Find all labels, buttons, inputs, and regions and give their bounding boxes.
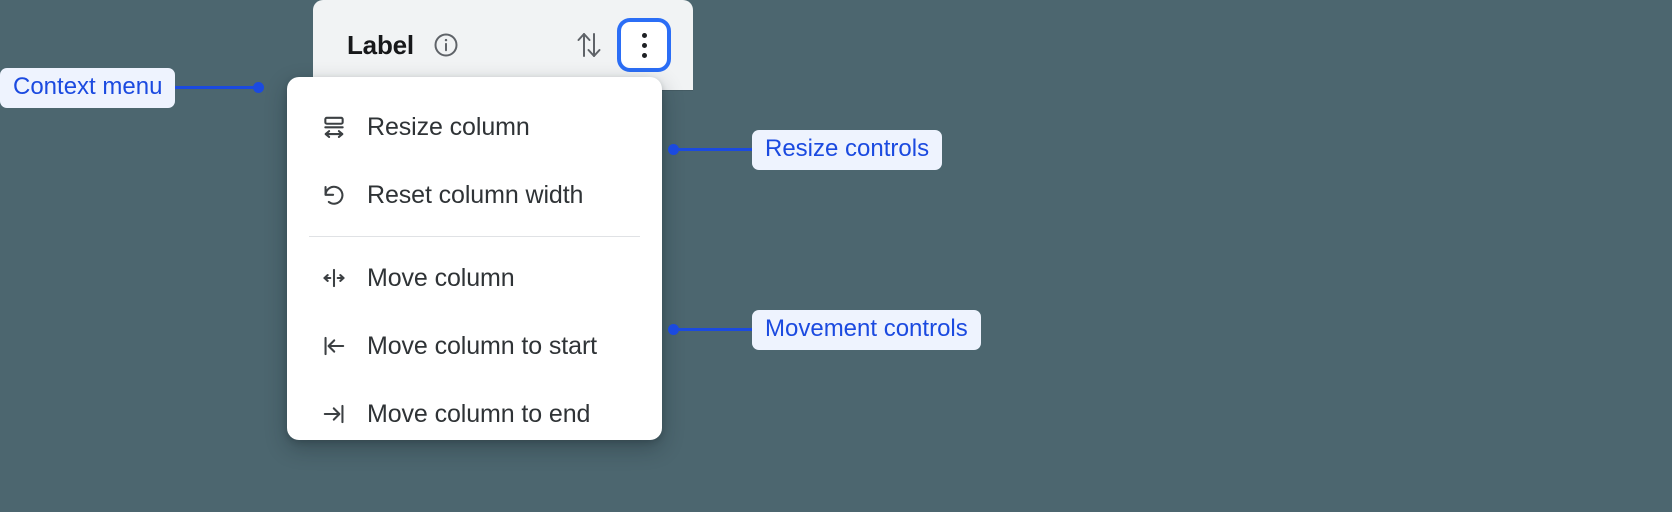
move-to-end-icon bbox=[319, 401, 349, 427]
info-circle-icon[interactable] bbox=[432, 31, 460, 59]
context-menu-panel: Resize column Reset column width bbox=[287, 77, 662, 440]
annotation-label: Resize controls bbox=[752, 130, 943, 170]
move-column-icon bbox=[319, 265, 349, 291]
annotation-movement-controls: Movement controls bbox=[668, 310, 981, 350]
menu-item-resize-column[interactable]: Resize column bbox=[287, 93, 662, 161]
menu-item-move-column-to-start[interactable]: Move column to start bbox=[287, 312, 662, 380]
annotation-leader-line bbox=[175, 86, 254, 90]
annotation-anchor-dot bbox=[668, 144, 679, 156]
menu-item-label: Move column to start bbox=[367, 331, 598, 360]
annotation-resize-controls: Resize controls bbox=[668, 130, 943, 170]
resize-column-icon bbox=[319, 114, 349, 140]
annotation-context-menu: Context menu bbox=[0, 68, 265, 108]
kebab-menu-icon[interactable] bbox=[621, 22, 667, 68]
kebab-dot bbox=[641, 52, 647, 58]
move-to-start-icon bbox=[319, 333, 349, 359]
annotation-label: Movement controls bbox=[752, 310, 981, 350]
annotation-leader-line bbox=[679, 148, 752, 152]
menu-divider bbox=[309, 236, 640, 237]
reset-width-icon bbox=[319, 182, 349, 208]
kebab-dot bbox=[641, 32, 647, 38]
menu-item-label: Resize column bbox=[367, 112, 530, 141]
menu-item-label: Reset column width bbox=[367, 180, 584, 209]
annotation-anchor-dot bbox=[668, 324, 679, 336]
menu-item-reset-column-width[interactable]: Reset column width bbox=[287, 161, 662, 229]
page-title: Label bbox=[347, 29, 414, 60]
sort-arrows-icon[interactable] bbox=[573, 28, 605, 62]
kebab-dot bbox=[641, 42, 647, 48]
menu-item-label: Move column to end bbox=[367, 399, 591, 428]
annotation-label: Context menu bbox=[0, 68, 176, 108]
menu-item-label: Move column bbox=[367, 263, 515, 292]
column-header: Label bbox=[313, 0, 693, 90]
menu-item-move-column-to-end[interactable]: Move column to end bbox=[287, 380, 662, 448]
menu-item-move-column[interactable]: Move column bbox=[287, 244, 662, 312]
annotation-leader-line bbox=[679, 328, 752, 332]
annotation-anchor-dot bbox=[253, 82, 265, 94]
